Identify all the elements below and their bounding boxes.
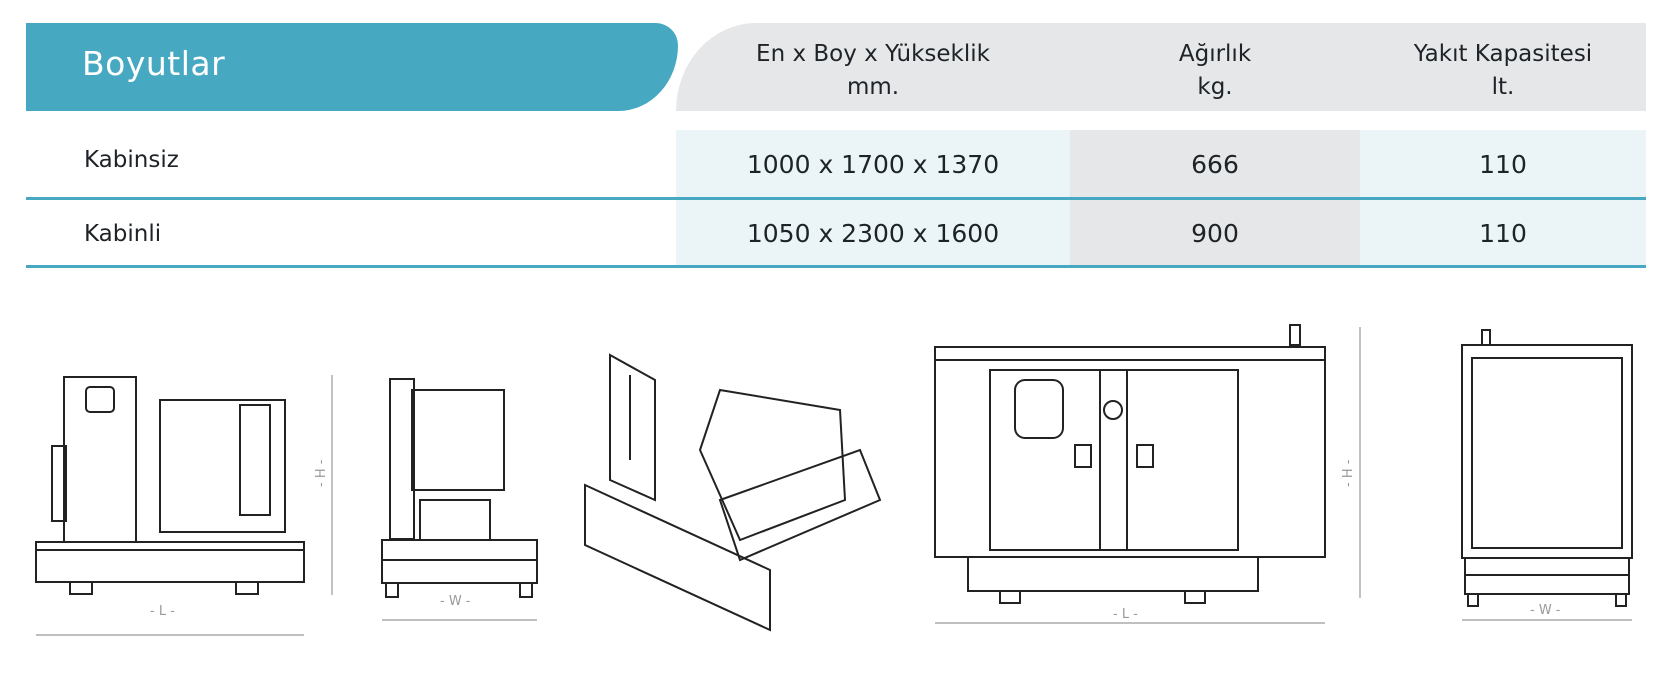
canopy-generator-side-drawing (934, 324, 1361, 624)
width-label: - W - (440, 594, 471, 609)
cell-fuel: 110 (1360, 200, 1646, 266)
column-header-weight: Ağırlık kg. (1070, 38, 1360, 104)
cell-dimensions: 1050 x 2300 x 1600 (676, 200, 1070, 266)
row-label: Kabinli (84, 221, 162, 247)
cell-dimensions: 1000 x 1700 x 1370 (676, 130, 1070, 198)
length-label: - L - (1113, 607, 1138, 622)
column-header-fuel: Yakıt Kapasitesi lt. (1360, 38, 1646, 104)
length-label: - L - (150, 604, 175, 619)
column-unit: kg. (1197, 74, 1233, 100)
open-generator-front-drawing (381, 378, 538, 621)
cell-weight: 666 (1070, 130, 1360, 198)
row-divider (26, 197, 1646, 200)
column-label: Ağırlık (1178, 41, 1252, 67)
section-header (26, 23, 678, 111)
generator-drawings: - L - - H - - W - - L - - H - (35, 324, 1633, 636)
column-header-dimensions: En x Boy x Yükseklik mm. (676, 38, 1070, 104)
column-unit: lt. (1491, 74, 1515, 100)
cell-fuel: 110 (1360, 130, 1646, 198)
height-label: - H - (1341, 459, 1356, 487)
cell-weight: 900 (1070, 200, 1360, 266)
column-unit: mm. (846, 74, 900, 100)
row-label: Kabinsiz (84, 147, 179, 173)
column-header-bar (676, 23, 1646, 111)
open-generator-side-drawing (35, 375, 333, 636)
column-label: En x Boy x Yükseklik (756, 41, 990, 67)
column-label: Yakıt Kapasitesi (1413, 41, 1593, 67)
section-title: Boyutlar (82, 44, 226, 83)
row-divider (26, 265, 1646, 268)
height-label: - H - (314, 459, 329, 487)
open-generator-isometric-drawing (584, 353, 882, 632)
canopy-generator-front-drawing (1461, 329, 1633, 621)
width-label: - W - (1530, 603, 1561, 618)
